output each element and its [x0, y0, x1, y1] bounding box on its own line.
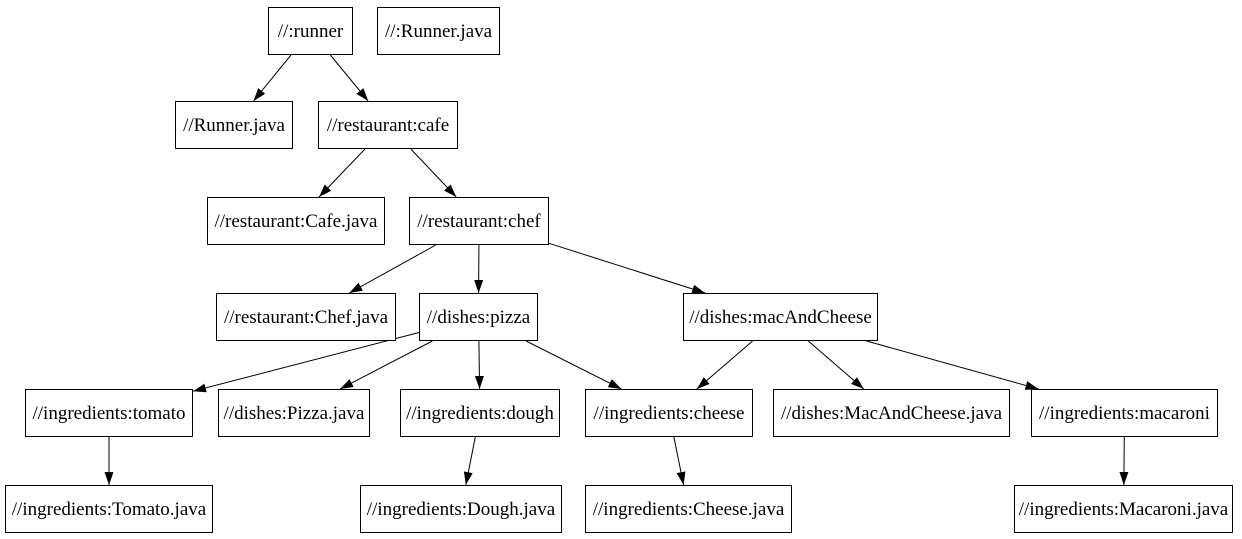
- edge-pizza-to-cheese: [525, 340, 622, 390]
- graph-node-runner: //:runner: [268, 7, 353, 55]
- graph-node-dough-java: //ingredients:Dough.java: [360, 485, 562, 533]
- graph-node-chef: //restaurant:chef: [409, 197, 549, 245]
- graph-node-cheese: //ingredients:cheese: [585, 389, 753, 437]
- node-label-runner-java-source: //:Runner.java: [384, 20, 493, 42]
- node-label-tomato-java: //ingredients:Tomato.java: [11, 498, 207, 520]
- edge-cheese-to-cheese-java: [673, 436, 686, 486]
- edge-cafe-to-chef: [410, 148, 457, 198]
- node-label-mac-and-cheese: //dishes:macAndCheese: [689, 306, 872, 328]
- graph-node-mac-and-cheese: //dishes:macAndCheese: [683, 293, 878, 341]
- graph-node-macaroni-java: //ingredients:Macaroni.java: [1014, 485, 1233, 533]
- edge-runner-to-cafe: [329, 54, 369, 102]
- graph-node-cafe: //restaurant:cafe: [318, 101, 458, 149]
- node-label-tomato: //ingredients:tomato: [32, 402, 186, 424]
- edge-cafe-to-cafe-java: [318, 148, 366, 198]
- graph-node-chef-java: //restaurant:Chef.java: [216, 293, 396, 341]
- graph-node-pizza-java: //dishes:Pizza.java: [218, 389, 370, 437]
- node-label-dough: //ingredients:dough: [406, 402, 554, 424]
- node-label-cheese: //ingredients:cheese: [593, 402, 745, 424]
- edge-mac-and-cheese-to-cheese: [696, 340, 753, 390]
- edge-chef-to-mac-and-cheese: [548, 242, 706, 294]
- node-label-pizza: //dishes:pizza: [426, 306, 531, 328]
- edge-mac-and-cheese-to-mac-and-cheese-java: [807, 340, 865, 390]
- node-label-runner-java: //Runner.java: [183, 114, 285, 136]
- node-label-runner: //:runner: [277, 20, 344, 42]
- node-label-pizza-java: //dishes:Pizza.java: [223, 402, 365, 424]
- edge-pizza-to-pizza-java: [339, 340, 433, 390]
- graph-node-macaroni: //ingredients:macaroni: [1031, 389, 1218, 437]
- node-label-mac-and-cheese-java: //dishes:MacAndCheese.java: [780, 402, 1003, 424]
- graph-node-tomato-java: //ingredients:Tomato.java: [5, 485, 213, 533]
- node-label-cafe-java: //restaurant:Cafe.java: [214, 210, 378, 232]
- edge-runner-to-runner-java: [253, 54, 292, 102]
- node-label-cafe: //restaurant:cafe: [326, 114, 450, 136]
- node-label-chef-java: //restaurant:Chef.java: [223, 306, 389, 328]
- graph-node-dough: //ingredients:dough: [400, 389, 560, 437]
- graph-node-runner-java-source: //:Runner.java: [377, 7, 500, 55]
- edge-pizza-to-dough: [474, 340, 484, 390]
- graph-node-cheese-java: //ingredients:Cheese.java: [585, 485, 792, 533]
- node-label-cheese-java: //ingredients:Cheese.java: [592, 498, 785, 520]
- edge-macaroni-to-macaroni-java: [1119, 436, 1129, 486]
- node-label-macaroni-java: //ingredients:Macaroni.java: [1018, 498, 1229, 520]
- graph-node-mac-and-cheese-java: //dishes:MacAndCheese.java: [773, 389, 1010, 437]
- graph-node-runner-java: //Runner.java: [175, 101, 293, 149]
- node-label-macaroni: //ingredients:macaroni: [1039, 402, 1210, 424]
- edge-pizza-to-tomato: [192, 332, 420, 393]
- edge-chef-to-chef-java: [349, 244, 437, 294]
- edge-mac-and-cheese-to-macaroni: [866, 340, 1039, 390]
- graph-node-cafe-java: //restaurant:Cafe.java: [207, 197, 385, 245]
- graph-node-tomato: //ingredients:tomato: [25, 389, 193, 437]
- node-label-dough-java: //ingredients:Dough.java: [366, 498, 556, 520]
- node-label-chef: //restaurant:chef: [417, 210, 541, 232]
- edge-dough-to-dough-java: [463, 436, 476, 486]
- graph-node-pizza: //dishes:pizza: [419, 293, 538, 341]
